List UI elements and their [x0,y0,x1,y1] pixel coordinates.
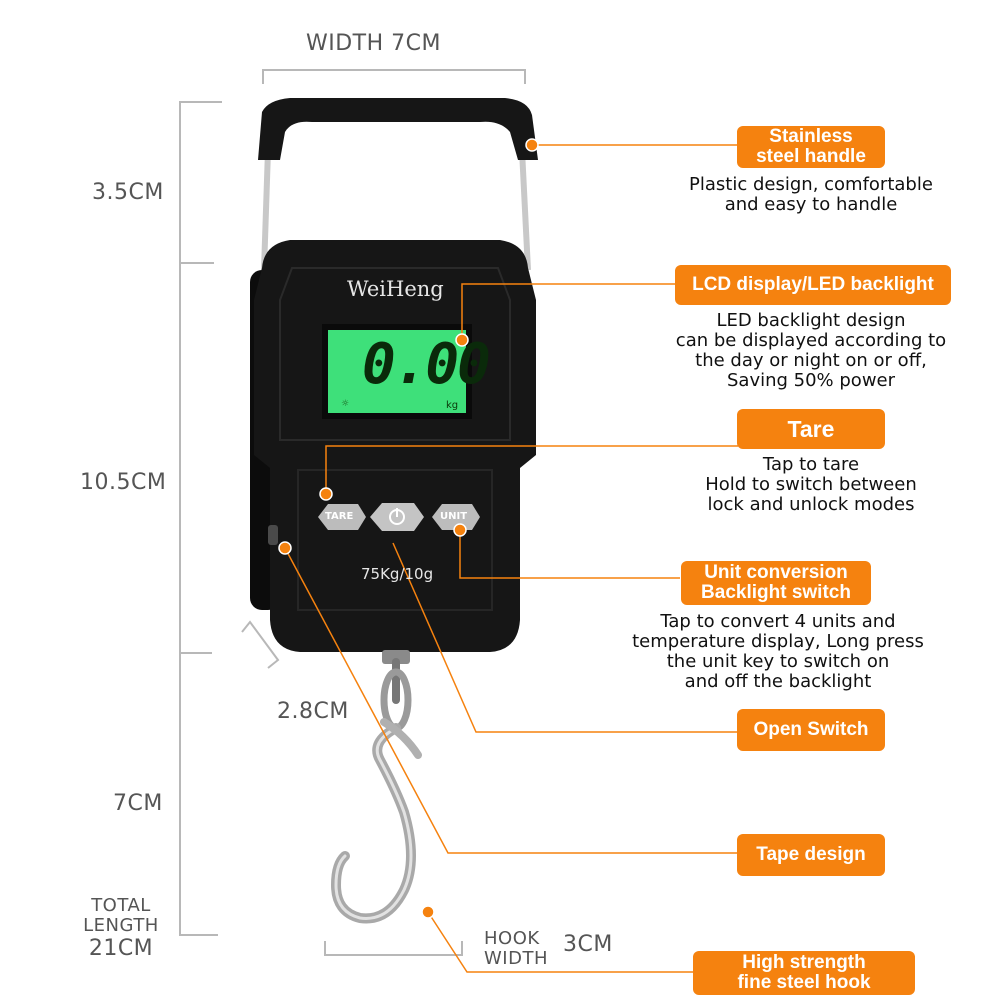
hook-width-line2: WIDTH [484,948,548,969]
desc-line: and easy to handle [724,194,898,215]
feature-unit-tag: Unit conversion Backlight switch [681,561,871,605]
unit-button-shape [432,504,480,530]
feature-hook-title1: High strength [742,952,866,973]
unit-button[interactable]: UNIT [440,511,468,522]
width-dimension-line [262,69,526,84]
desc-line: lock and unlock modes [707,494,915,515]
feature-lcd-title: LCD display/LED backlight [692,274,934,295]
feature-unit-desc: Tap to convert 4 units and temperature d… [620,612,936,692]
desc-line: Hold to switch between [705,474,917,495]
height-dimension-line [179,101,222,936]
feature-handle-desc: Plastic design, comfortable and easy to … [660,175,962,215]
hook-width-dimension-line [324,941,463,956]
desc-line: Plastic design, comfortable [689,174,933,195]
width-label: WIDTH 7CM [306,31,441,56]
total-line2: LENGTH [83,915,159,936]
depth-dimension-line [241,620,280,669]
desc-line: Saving 50% power [726,370,896,391]
total-length-label: TOTAL LENGTH 21CM [78,896,164,962]
feature-tape-title: Tape design [756,844,866,865]
feature-unit-title2: Backlight switch [701,582,851,603]
desc-line: can be displayed according to [675,330,947,351]
hook-width-value: 3CM [563,932,613,957]
feature-tare-tag: Tare [737,409,885,449]
desc-line: temperature display, Long press [632,631,924,652]
feature-tape-tag: Tape design [737,834,885,876]
leader-lines [284,144,738,973]
feature-handle-title2: steel handle [756,146,866,167]
desc-line: the unit key to switch on [666,651,890,672]
lcd-unit: kg [446,400,459,411]
handle-wires [261,149,531,271]
desc-line: the day or night on or off, [695,350,927,371]
feature-tare-desc: Tap to tare Hold to switch between lock … [660,455,962,515]
hook-width-label: HOOK WIDTH [484,929,548,969]
power-button[interactable] [382,503,414,531]
feature-hook-tag: High strength fine steel hook [693,951,915,995]
brand-logo: WeiHeng [347,277,444,301]
desc-line: Tap to tare [762,454,860,475]
tare-button-shape [318,504,366,530]
feature-handle-title1: Stainless [769,126,853,147]
hook-height-label: 7CM [113,791,163,816]
feature-switch-title: Open Switch [753,719,869,740]
capacity-label: 75Kg/10g [361,565,434,583]
steel-hook [330,658,422,924]
depth-label: 2.8CM [277,699,349,724]
feature-handle-tag: Stainless steel handle [737,126,885,168]
desc-line: and off the backlight [684,671,872,692]
svg-text:☼: ☼ [341,399,349,409]
desc-line: LED backlight design [716,310,906,331]
handle-height-label: 3.5CM [92,180,164,205]
body-height-label: 10.5CM [80,470,167,495]
leader-dots [278,138,539,919]
total-line1: TOTAL [91,895,151,916]
hook-width-line1: HOOK [484,928,540,949]
feature-switch-tag: Open Switch [737,709,885,751]
desc-line: Tap to convert 4 units and [660,611,896,632]
handle-bar [258,98,538,160]
feature-unit-title1: Unit conversion [704,562,848,583]
feature-hook-title2: fine steel hook [737,972,871,993]
total-line3: 21CM [88,936,154,961]
feature-lcd-desc: LED backlight design can be displayed ac… [660,311,962,391]
feature-tare-title: Tare [787,416,835,442]
lcd-screen [328,330,466,413]
feature-lcd-tag: LCD display/LED backlight [675,265,951,305]
lcd-reading: 0.00 [362,332,491,397]
dimension-lines [179,69,526,956]
tare-button[interactable]: TARE [325,511,354,522]
